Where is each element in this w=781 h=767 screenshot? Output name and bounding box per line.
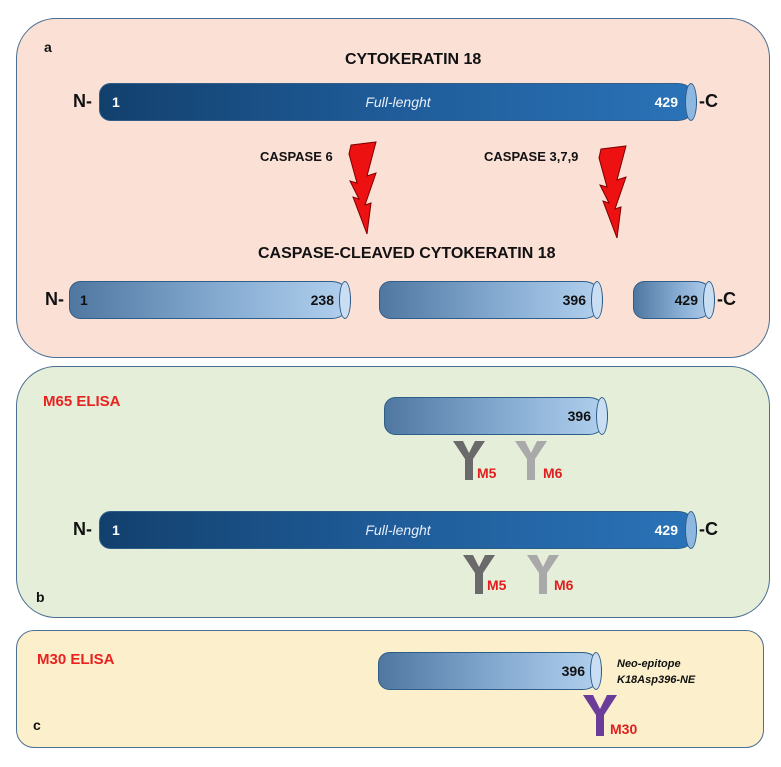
frag-c-terminus: -C <box>717 289 736 309</box>
m65-elisa-label: M65 ELISA <box>43 393 121 410</box>
fragment-3-bar: 429 <box>633 281 715 319</box>
frag-n-terminus: N- <box>45 289 64 309</box>
panel-b: M65 ELISA 396 M5 M6 N- 1 Full-lenght 429… <box>16 366 770 618</box>
full-length-label: Full-lenght <box>365 94 431 110</box>
caspase-3-7-9-label: CASPASE 3,7,9 <box>484 149 579 164</box>
antibody-y-icon <box>515 441 547 480</box>
full-c-terminus: -C <box>699 91 718 111</box>
m5-antibody-label-2: M5 <box>487 577 507 593</box>
fragment-396-bar-c: 396 <box>378 652 602 690</box>
panel-c: M30 ELISA 396 Neo-epitope K18Asp396-NE M… <box>16 630 764 748</box>
full-n-terminus: N- <box>73 91 92 111</box>
antibody-y-icon <box>463 555 495 594</box>
full-start-number: 1 <box>112 94 120 110</box>
b-full-length-label: Full-lenght <box>365 522 431 538</box>
b-full-c-terminus: -C <box>699 519 718 539</box>
panel-c-label: c <box>33 717 41 733</box>
antibody-y-icon <box>527 555 559 594</box>
fragment-396-bar: 396 <box>384 397 608 435</box>
frag1-start-number: 1 <box>80 292 88 308</box>
full-end-number: 429 <box>654 94 678 110</box>
antibody-y-icon <box>583 695 617 736</box>
panel-a-label: a <box>44 39 52 55</box>
neo-epitope-line-2: K18Asp396-NE <box>617 674 696 686</box>
m30-elisa-label: M30 ELISA <box>37 651 115 668</box>
panel-b-label: b <box>36 589 45 605</box>
fragment-2-bar: 396 <box>379 281 603 319</box>
b-full-length-protein-bar: 1 Full-lenght 429 <box>99 511 697 549</box>
b-full-end-number: 429 <box>654 522 678 538</box>
panel-a: a CYTOKERATIN 18 N- 1 Full-lenght 429 -C… <box>16 18 770 358</box>
full-length-protein-bar: 1 Full-lenght 429 <box>99 83 697 121</box>
lightning-bolt-icon <box>598 145 627 239</box>
lightning-bolt-icon <box>348 141 377 235</box>
fragment-1-bar: 1 238 <box>69 281 351 319</box>
cleaved-title: CASPASE-CLEAVED CYTOKERATIN 18 <box>258 245 556 262</box>
m30-antibody-label: M30 <box>610 721 638 737</box>
frag1-end-number: 238 <box>310 292 334 308</box>
frag3-end-number: 429 <box>674 292 698 308</box>
antibody-y-icon <box>453 441 485 480</box>
b-full-start-number: 1 <box>112 522 120 538</box>
caspase-6-label: CASPASE 6 <box>260 149 333 164</box>
fragment-end-number: 396 <box>567 408 591 424</box>
frag2-end-number: 396 <box>562 292 586 308</box>
cytokeratin-title: CYTOKERATIN 18 <box>345 51 482 68</box>
m5-antibody-label: M5 <box>477 465 497 481</box>
fragment-end-number-c: 396 <box>561 663 585 679</box>
m6-antibody-label: M6 <box>543 465 563 481</box>
neo-epitope-line-1: Neo-epitope <box>617 658 681 670</box>
b-full-n-terminus: N- <box>73 519 92 539</box>
m6-antibody-label-2: M6 <box>554 577 574 593</box>
